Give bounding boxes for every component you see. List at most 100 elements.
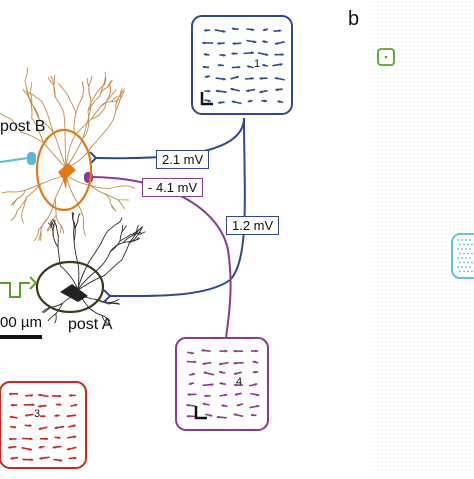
cyan-map-dot (471, 262, 473, 264)
cyan-map-dot (463, 253, 465, 255)
post-b-dendrite (34, 230, 39, 241)
post-b-dendrite (25, 68, 27, 81)
post-b-dendrite (89, 76, 92, 85)
post-b-dendrite (55, 136, 66, 168)
cyan-map-dot (461, 239, 463, 241)
cyan-map-dot (457, 248, 459, 250)
post-a-dendrite (108, 224, 116, 231)
post-b-dendrite (66, 135, 75, 168)
cyan-map-dot (465, 248, 467, 250)
purple-connection (92, 177, 231, 338)
blue-map-number: 1 (254, 58, 260, 70)
green-map-dot (385, 56, 388, 59)
post-b-dendrite (65, 134, 66, 168)
cyan-map-dot (465, 266, 467, 268)
post-b-dendrite (88, 96, 100, 111)
blue-lower-connection-amplitude: 1.2 mV (226, 216, 279, 235)
post-b-dendrite (42, 101, 48, 114)
post-b-dendrite (109, 110, 116, 126)
cyan-map-dot (463, 244, 465, 246)
post-b-dendrite (43, 143, 66, 168)
post-b-dendrite (105, 194, 118, 200)
cyan-map-dot (461, 257, 463, 259)
cyan-map-dot (459, 244, 461, 246)
cyan-map-dot (465, 239, 467, 241)
cyan-map-dot (471, 244, 473, 246)
cyan-map-dot (465, 257, 467, 259)
cyan-map-dot (469, 239, 471, 241)
cyan-map-dot (459, 262, 461, 264)
red-map-number: 3 (34, 408, 40, 420)
post-b-dendrite (92, 126, 109, 146)
post-a-dendrite (56, 226, 58, 235)
post-b-dendrite (90, 185, 105, 194)
post-b-dendrite (60, 225, 61, 233)
cyan-map-dot (463, 262, 465, 264)
post-a-dendrite (55, 314, 56, 323)
post-b-dendrite (55, 97, 63, 112)
post-a-dendrite (101, 231, 108, 244)
post-b-dendrite (82, 89, 84, 99)
cyan-map-dot (459, 271, 461, 273)
cyan-map-dot (469, 248, 471, 250)
cyan-map-dot (467, 271, 469, 273)
scale-bar (0, 335, 42, 339)
post-b-dendrite (0, 113, 1, 114)
post-b-dendrite (82, 82, 83, 89)
post-b-label: post B (0, 118, 45, 136)
post-b-dendrite (63, 89, 69, 99)
post-a-dendrite (120, 232, 122, 241)
cyan-map-dot (467, 253, 469, 255)
post-a-dendrite (53, 236, 58, 247)
post-a-dendrite (48, 314, 56, 321)
post-b-dendrite (76, 99, 82, 114)
post-b-dendrite (69, 99, 76, 114)
post-b-dendrite (83, 215, 84, 227)
post-b-dendrite (12, 190, 26, 192)
post-a-label: post A (68, 316, 112, 334)
cyan-map-box (452, 234, 474, 278)
post-a-dendrite (109, 299, 120, 302)
cyan-map-dot (469, 257, 471, 259)
post-b-dendrite (2, 192, 12, 193)
post-b-dendrite (89, 85, 91, 98)
post-b-dendrite (58, 84, 63, 90)
post-b-dendrite (30, 82, 32, 92)
post-b-dendrite (33, 94, 42, 101)
scale-bar-label: 00 µm (0, 314, 42, 331)
purple-map-number: 4 (236, 376, 242, 388)
post-b-dendrite (118, 200, 125, 209)
cyan-map-dot (471, 253, 473, 255)
cyan-map-dot (471, 271, 473, 273)
cyan-map-dot (461, 266, 463, 268)
post-b-dendrite (22, 212, 24, 223)
post-a-dendrite (89, 308, 102, 315)
post-b-dendrite (66, 175, 75, 199)
post-a-dendrite (77, 260, 79, 290)
green-axon (0, 283, 30, 297)
cyan-map-dot (467, 244, 469, 246)
green-synapse (30, 277, 36, 289)
post-b-dendrites (0, 68, 135, 241)
blue-synapse-post-a (104, 290, 110, 302)
panel-b-letter: b (348, 8, 359, 31)
post-b-dendrite (11, 211, 17, 221)
post-a-dendrite (122, 243, 129, 259)
post-a-dendrite (99, 252, 110, 269)
post-a-dendrite (89, 244, 101, 263)
cyan-bouton (27, 152, 36, 165)
post-a-dendrite (78, 214, 80, 220)
post-b-dendrite (110, 186, 124, 188)
cyan-map-dot (469, 266, 471, 268)
blue-connection-amplitude: 2.1 mV (156, 150, 209, 169)
purple-connection-amplitude: - 4.1 mV (142, 178, 203, 197)
cyan-map-dot (467, 262, 469, 264)
cyan-map-dot (457, 257, 459, 259)
cyan-map-dot (461, 248, 463, 250)
cyan-axon (0, 158, 28, 162)
cyan-map-dot (463, 271, 465, 273)
post-b-dendrite (90, 185, 110, 188)
post-a-dendrite (74, 241, 77, 260)
